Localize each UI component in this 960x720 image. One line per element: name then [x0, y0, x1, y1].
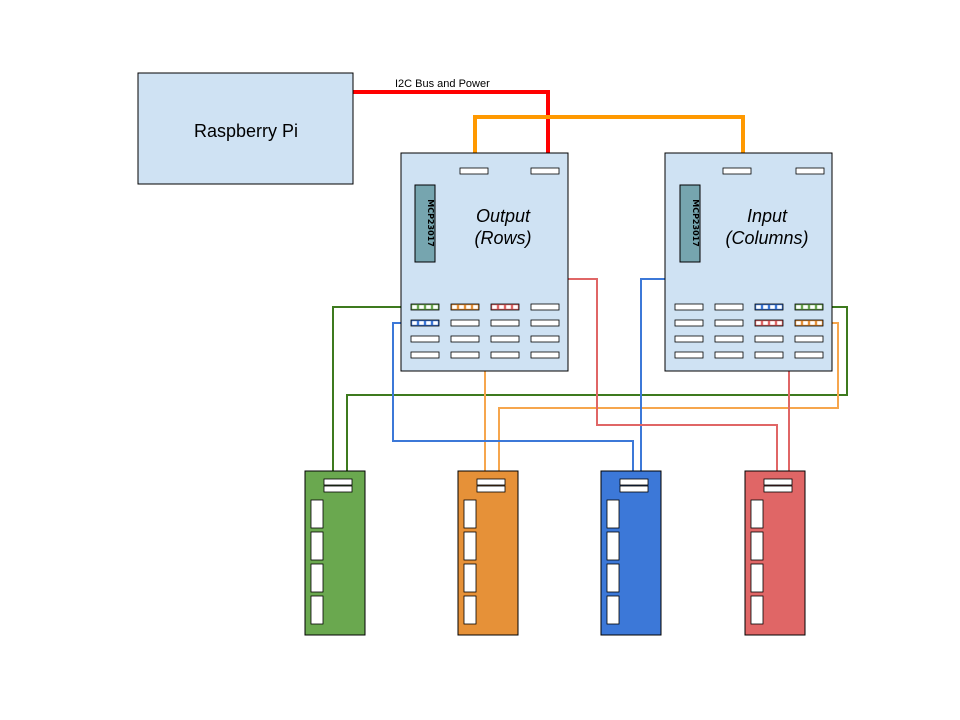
input-headers — [674, 167, 825, 359]
output-header — [450, 303, 480, 311]
output-header — [490, 335, 520, 343]
blue-keypad-pin-header — [606, 531, 620, 561]
red-keypad-pin-header — [750, 595, 764, 625]
i2c-red-wire — [353, 90, 550, 160]
blue-keypad-strip — [600, 470, 662, 636]
orange-keypad-pin-header — [463, 531, 477, 561]
output-top-header-left — [459, 167, 489, 175]
orange-keypad-strip — [457, 470, 519, 636]
output-header — [410, 303, 440, 311]
output-header — [410, 335, 440, 343]
output-header — [530, 303, 560, 311]
orange-keypad-top-header — [476, 478, 506, 486]
input-top-header-right — [795, 167, 825, 175]
i2c-orange-wire — [473, 115, 745, 166]
input-header — [754, 319, 784, 327]
blue-keypad-top-header-2 — [619, 485, 649, 493]
green-wire-input — [346, 306, 848, 477]
red-keypad-pin-header — [750, 563, 764, 593]
input-subtitle: (Columns) — [725, 228, 808, 248]
input-header — [754, 303, 784, 311]
orange-keypad-pin-header — [463, 595, 477, 625]
input-board: MCP23017 Input (Columns) — [664, 152, 833, 372]
input-top-header-left — [722, 167, 752, 175]
output-header — [450, 335, 480, 343]
green-keypad-pin-header — [310, 595, 324, 625]
input-header — [674, 303, 704, 311]
raspberry-pi-box: Raspberry Pi — [137, 72, 354, 185]
input-header — [674, 319, 704, 327]
output-header — [490, 351, 520, 359]
output-header — [410, 319, 440, 327]
output-header — [490, 303, 520, 311]
output-subtitle: (Rows) — [475, 228, 532, 248]
input-header — [794, 351, 824, 359]
blue-keypad-top-header — [619, 478, 649, 486]
input-header — [674, 351, 704, 359]
input-header — [754, 335, 784, 343]
blue-keypad-pin-header — [606, 595, 620, 625]
red-keypad-top-header — [763, 478, 793, 486]
input-header — [714, 335, 744, 343]
output-header — [450, 351, 480, 359]
output-header — [530, 335, 560, 343]
raspberry-pi-label: Raspberry Pi — [194, 121, 298, 141]
blue-keypad-pin-header — [606, 563, 620, 593]
output-headers — [410, 167, 560, 359]
input-header — [794, 335, 824, 343]
green-keypad-pin-header — [310, 499, 324, 529]
output-chip — [414, 184, 436, 263]
red-keypad-strip — [744, 470, 806, 636]
input-header — [794, 319, 824, 327]
red-keypad-top-header-2 — [763, 485, 793, 493]
blue-wire-output — [392, 322, 634, 477]
orange-keypad-top-header-2 — [476, 485, 506, 493]
green-keypad-top-header-2 — [323, 485, 353, 493]
input-chip-label: MCP23017 — [691, 199, 700, 247]
output-header — [490, 319, 520, 327]
input-title: Input — [747, 206, 788, 226]
output-board: MCP23017 Output (Rows) — [400, 152, 569, 372]
input-header — [794, 303, 824, 311]
green-keypad-pin-header — [310, 563, 324, 593]
blue-keypad-pin-header — [606, 499, 620, 529]
input-chip — [679, 184, 701, 263]
output-chip-label: MCP23017 — [426, 199, 435, 247]
green-keypad-top-header — [323, 478, 353, 486]
input-header — [714, 351, 744, 359]
output-header — [410, 351, 440, 359]
input-header — [674, 335, 704, 343]
red-keypad-pin-header — [750, 531, 764, 561]
output-header — [450, 319, 480, 327]
keypad-strips — [304, 470, 806, 636]
output-header — [530, 319, 560, 327]
green-keypad-pin-header — [310, 531, 324, 561]
orange-keypad-pin-header — [463, 563, 477, 593]
input-header — [714, 319, 744, 327]
orange-keypad-pin-header — [463, 499, 477, 529]
red-keypad-pin-header — [750, 499, 764, 529]
output-title: Output — [476, 206, 531, 226]
green-wire-output — [332, 306, 412, 477]
input-header — [714, 303, 744, 311]
green-keypad-strip — [304, 470, 366, 636]
input-header — [754, 351, 784, 359]
output-header — [530, 351, 560, 359]
i2c-bus-label: I2C Bus and Power — [395, 78, 490, 90]
output-top-header-right — [530, 167, 560, 175]
